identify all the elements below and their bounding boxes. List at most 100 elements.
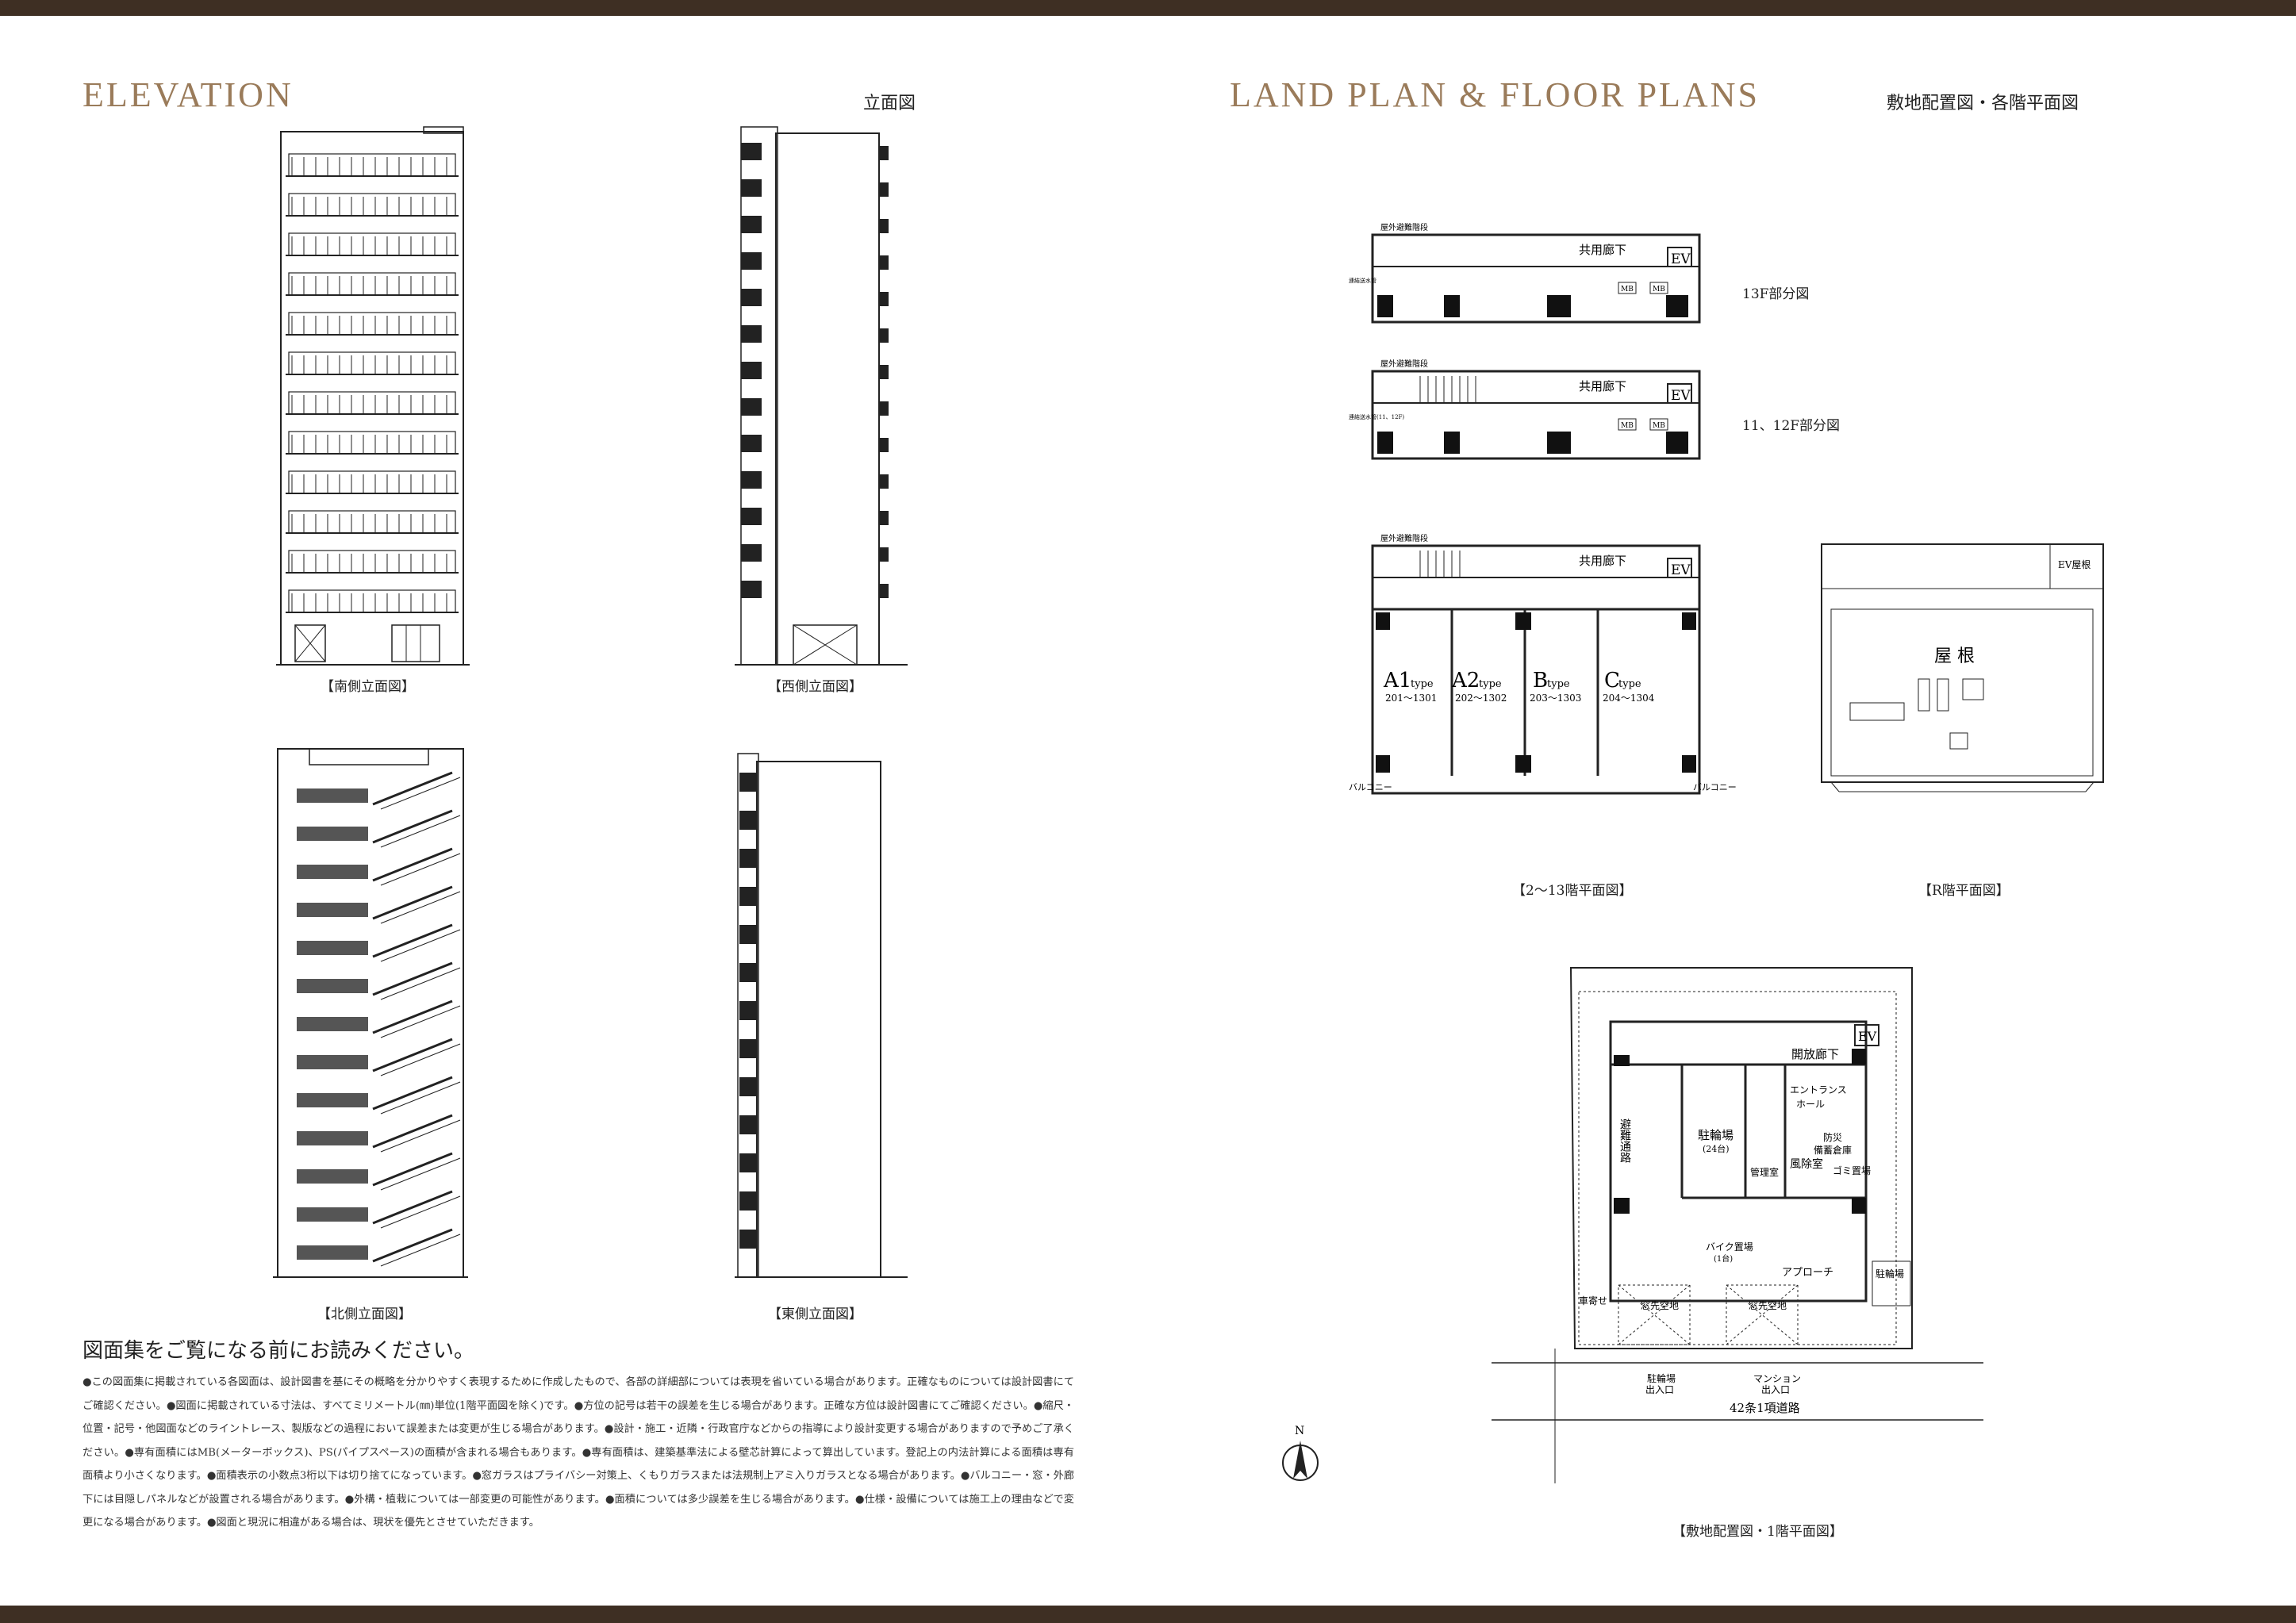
svg-text:駐輪場: 駐輪場 bbox=[1876, 1268, 1904, 1280]
east-balcony bbox=[739, 811, 757, 830]
west-elevation-caption: 【西側立面図】 bbox=[768, 679, 862, 695]
south-floor-band bbox=[286, 312, 459, 336]
svg-text:アプローチ: アプローチ bbox=[1782, 1267, 1833, 1279]
south-floor-band bbox=[286, 550, 459, 574]
north-arrow-icon: N bbox=[1282, 1425, 1319, 1481]
svg-text:出入口: 出入口 bbox=[1645, 1384, 1674, 1395]
south-floor-band bbox=[286, 431, 459, 455]
svg-text:EV: EV bbox=[1858, 1029, 1877, 1044]
south-elevation-caption: 【南側立面図】 bbox=[321, 679, 415, 695]
north-corridor-band bbox=[297, 885, 461, 924]
south-floor-band bbox=[286, 470, 459, 494]
west-balcony bbox=[741, 544, 889, 562]
east-balcony bbox=[739, 1191, 757, 1211]
west-elevation-drawing bbox=[735, 126, 908, 666]
top-border-bar bbox=[0, 0, 2296, 16]
svg-text:C: C bbox=[1604, 669, 1620, 693]
plans-title: LAND PLAN & FLOOR PLANS bbox=[1230, 75, 1760, 114]
north-elevation-caption: 【北側立面図】 bbox=[317, 1306, 412, 1322]
south-floor-band bbox=[286, 351, 459, 375]
svg-text:駐輪場: 駐輪場 bbox=[1698, 1128, 1734, 1142]
west-balcony bbox=[741, 325, 889, 343]
label-roof-plan: 【R階平面図】 bbox=[1918, 883, 2010, 899]
elevation-jp-title: 立面図 bbox=[863, 94, 916, 113]
north-corridor-band bbox=[297, 1228, 461, 1267]
west-balcony bbox=[741, 471, 889, 489]
svg-text:バルコニー: バルコニー bbox=[1349, 782, 1392, 792]
svg-text:風除室: 風除室 bbox=[1790, 1157, 1823, 1171]
svg-text:マンション: マンション bbox=[1753, 1373, 1801, 1384]
svg-text:車寄せ: 車寄せ bbox=[1579, 1295, 1607, 1306]
svg-text:避難通路: 避難通路 bbox=[1618, 1118, 1631, 1163]
west-balcony bbox=[741, 581, 889, 598]
svg-text:B: B bbox=[1533, 669, 1548, 693]
svg-text:ゴミ置場: ゴミ置場 bbox=[1833, 1164, 1871, 1176]
notes-title: 図面集をご覧になる前にお読みください。 bbox=[83, 1339, 475, 1363]
svg-text:備蓄倉庫: 備蓄倉庫 bbox=[1814, 1144, 1852, 1156]
east-elevation-caption: 【東側立面図】 bbox=[768, 1306, 862, 1322]
svg-text:201〜1301: 201〜1301 bbox=[1385, 693, 1437, 704]
svg-text:type: type bbox=[1479, 678, 1502, 690]
plan-roof: 屋 根 EV屋根 bbox=[1821, 543, 2104, 792]
east-balcony bbox=[739, 1230, 757, 1249]
north-corridor-band bbox=[297, 847, 461, 886]
svg-text:共用廊下: 共用廊下 bbox=[1579, 243, 1626, 257]
north-corridor-band bbox=[297, 961, 461, 1000]
notes-body: ●この図面集に掲載されている各図面は、設計図書を基にその概略を分かりやすく表現す… bbox=[83, 1376, 1074, 1529]
west-balcony bbox=[741, 508, 889, 525]
svg-text:42条1項道路: 42条1項道路 bbox=[1730, 1401, 1800, 1415]
east-balcony bbox=[739, 925, 757, 944]
south-floor-band bbox=[286, 153, 459, 177]
east-balcony bbox=[739, 773, 757, 792]
svg-text:EV屋根: EV屋根 bbox=[2058, 559, 2091, 570]
north-corridor-band bbox=[297, 1190, 461, 1229]
svg-text:バルコニー: バルコニー bbox=[1693, 782, 1737, 792]
svg-text:管理室: 管理室 bbox=[1750, 1166, 1779, 1178]
svg-text:MB: MB bbox=[1653, 422, 1665, 430]
label-2-13f-plan: 【2〜13階平面図】 bbox=[1512, 883, 1633, 899]
west-balcony bbox=[741, 216, 889, 233]
svg-text:窓先空地: 窓先空地 bbox=[1749, 1299, 1787, 1311]
bottom-border-bar bbox=[0, 1606, 2296, 1623]
label-11-12f-partial: 11、12F部分図 bbox=[1742, 418, 1841, 434]
north-corridor-band bbox=[297, 923, 461, 962]
svg-text:屋外避難階段: 屋外避難階段 bbox=[1380, 222, 1428, 232]
south-floor-band bbox=[286, 193, 459, 217]
west-balcony bbox=[741, 289, 889, 306]
east-balcony bbox=[739, 1153, 757, 1172]
svg-text:窓先空地: 窓先空地 bbox=[1641, 1299, 1679, 1311]
north-corridor-band bbox=[297, 1152, 461, 1191]
compass-n: N bbox=[1295, 1425, 1304, 1437]
svg-text:共用廊下: 共用廊下 bbox=[1579, 379, 1626, 393]
label-13f-partial: 13F部分図 bbox=[1742, 286, 1810, 302]
north-corridor-band bbox=[297, 1000, 461, 1038]
svg-text:(1台): (1台) bbox=[1714, 1253, 1733, 1264]
east-balcony bbox=[739, 963, 757, 982]
west-balcony bbox=[741, 435, 889, 452]
svg-text:type: type bbox=[1547, 678, 1570, 690]
west-balcony bbox=[741, 362, 889, 379]
svg-text:共用廊下: 共用廊下 bbox=[1579, 554, 1626, 568]
south-floor-band bbox=[286, 272, 459, 296]
svg-text:EV: EV bbox=[1671, 251, 1691, 267]
west-balcony bbox=[741, 252, 889, 270]
svg-text:駐輪場: 駐輪場 bbox=[1647, 1372, 1676, 1384]
svg-text:(24台): (24台) bbox=[1703, 1143, 1730, 1154]
north-corridor-band bbox=[297, 1038, 461, 1076]
svg-text:ホール: ホール bbox=[1796, 1099, 1825, 1110]
east-balcony bbox=[739, 1115, 757, 1134]
north-elevation-drawing bbox=[273, 748, 468, 1278]
svg-text:204〜1304: 204〜1304 bbox=[1603, 693, 1655, 704]
svg-text:type: type bbox=[1618, 678, 1641, 690]
south-floor-band bbox=[286, 391, 459, 415]
svg-text:202〜1302: 202〜1302 bbox=[1455, 693, 1507, 704]
svg-text:MB: MB bbox=[1653, 286, 1665, 294]
east-elevation-drawing bbox=[735, 753, 908, 1278]
south-floor-band bbox=[286, 589, 459, 613]
svg-text:203〜1303: 203〜1303 bbox=[1530, 693, 1581, 704]
svg-text:屋外避難階段: 屋外避難階段 bbox=[1380, 533, 1428, 543]
label-site-plan: 【敷地配置図・1階平面図】 bbox=[1672, 1524, 1843, 1540]
